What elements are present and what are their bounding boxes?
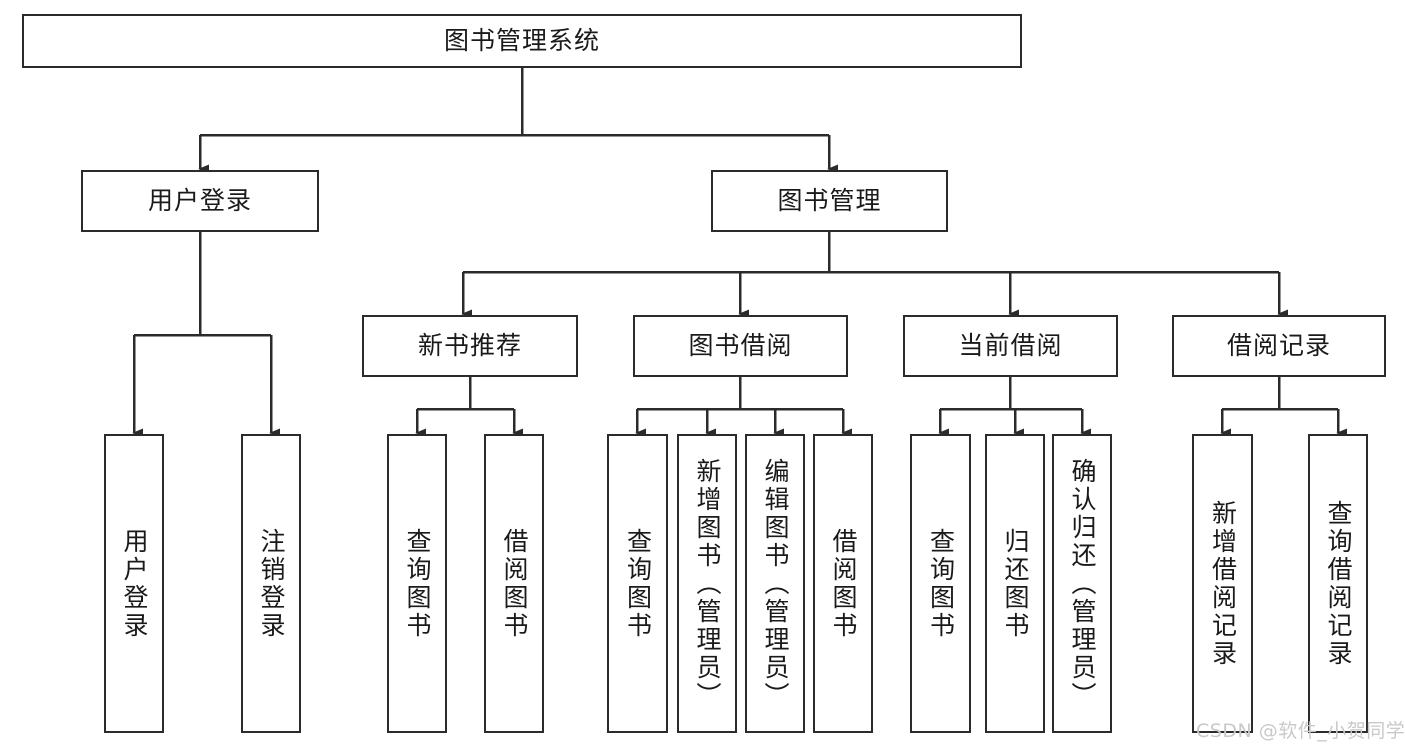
node-label-cu-query: 查询图书 [926, 527, 956, 640]
connector-group-login-children [132, 232, 281, 438]
node-cu-confirm[interactable]: 确认归还（管理员） [1052, 434, 1112, 733]
node-label-record: 借阅记录 [1226, 331, 1331, 361]
connector-group-root-children [198, 68, 839, 174]
node-newbook[interactable]: 新书推荐 [362, 315, 578, 377]
node-label-cu-confirm: 确认归还（管理员） [1068, 457, 1097, 710]
node-label-nb-borrow: 借阅图书 [500, 527, 529, 640]
connector-group-newbook-children [415, 377, 524, 438]
connector-group-current-children [938, 377, 1092, 438]
node-current[interactable]: 当前借阅 [903, 315, 1118, 377]
node-label-bookmgmt: 图书管理 [777, 186, 882, 216]
node-label-bw-borrow: 借阅图书 [829, 527, 858, 640]
node-record[interactable]: 借阅记录 [1172, 315, 1386, 377]
node-cu-return[interactable]: 归还图书 [985, 434, 1045, 733]
node-bw-add[interactable]: 新增图书（管理员） [677, 434, 737, 733]
node-borrow[interactable]: 图书借阅 [633, 315, 848, 377]
node-login[interactable]: 用户登录 [81, 170, 319, 232]
node-label-login-in: 用户登录 [120, 527, 149, 640]
node-cu-query[interactable]: 查询图书 [910, 434, 971, 733]
node-bw-borrow[interactable]: 借阅图书 [813, 434, 873, 733]
node-label-login-out: 注销登录 [257, 527, 286, 640]
node-label-borrow: 图书借阅 [688, 331, 793, 361]
node-rc-query[interactable]: 查询借阅记录 [1308, 434, 1368, 733]
node-label-nb-query: 查询图书 [403, 527, 432, 640]
node-label-login: 用户登录 [147, 186, 252, 216]
node-root[interactable]: 图书管理系统 [22, 14, 1022, 68]
edge-layer [132, 68, 1348, 438]
node-label-rc-add: 新增借阅记录 [1208, 499, 1238, 668]
connector-group-borrow-children [635, 377, 853, 438]
node-label-root: 图书管理系统 [443, 26, 600, 56]
connector-group-record-children [1220, 377, 1348, 438]
node-bookmgmt[interactable]: 图书管理 [711, 170, 948, 232]
node-nb-borrow[interactable]: 借阅图书 [484, 434, 544, 733]
node-label-current: 当前借阅 [958, 331, 1063, 361]
node-rc-add[interactable]: 新增借阅记录 [1192, 434, 1253, 733]
node-label-bw-query: 查询图书 [623, 527, 653, 640]
node-login-in[interactable]: 用户登录 [104, 434, 164, 733]
node-label-newbook: 新书推荐 [417, 331, 522, 361]
node-label-cu-return: 归还图书 [1001, 527, 1030, 640]
node-label-bw-add: 新增图书（管理员） [693, 457, 722, 710]
connector-group-bookmgmt-children [461, 232, 1289, 319]
node-bw-query[interactable]: 查询图书 [607, 434, 668, 733]
node-label-rc-query: 查询借阅记录 [1324, 499, 1353, 668]
csdn-watermark: CSDN @软件_小贺同学 [1196, 720, 1405, 742]
node-label-bw-edit: 编辑图书（管理员） [761, 457, 790, 710]
node-login-out[interactable]: 注销登录 [241, 434, 301, 733]
node-nb-query[interactable]: 查询图书 [387, 434, 447, 733]
node-bw-edit[interactable]: 编辑图书（管理员） [745, 434, 805, 733]
